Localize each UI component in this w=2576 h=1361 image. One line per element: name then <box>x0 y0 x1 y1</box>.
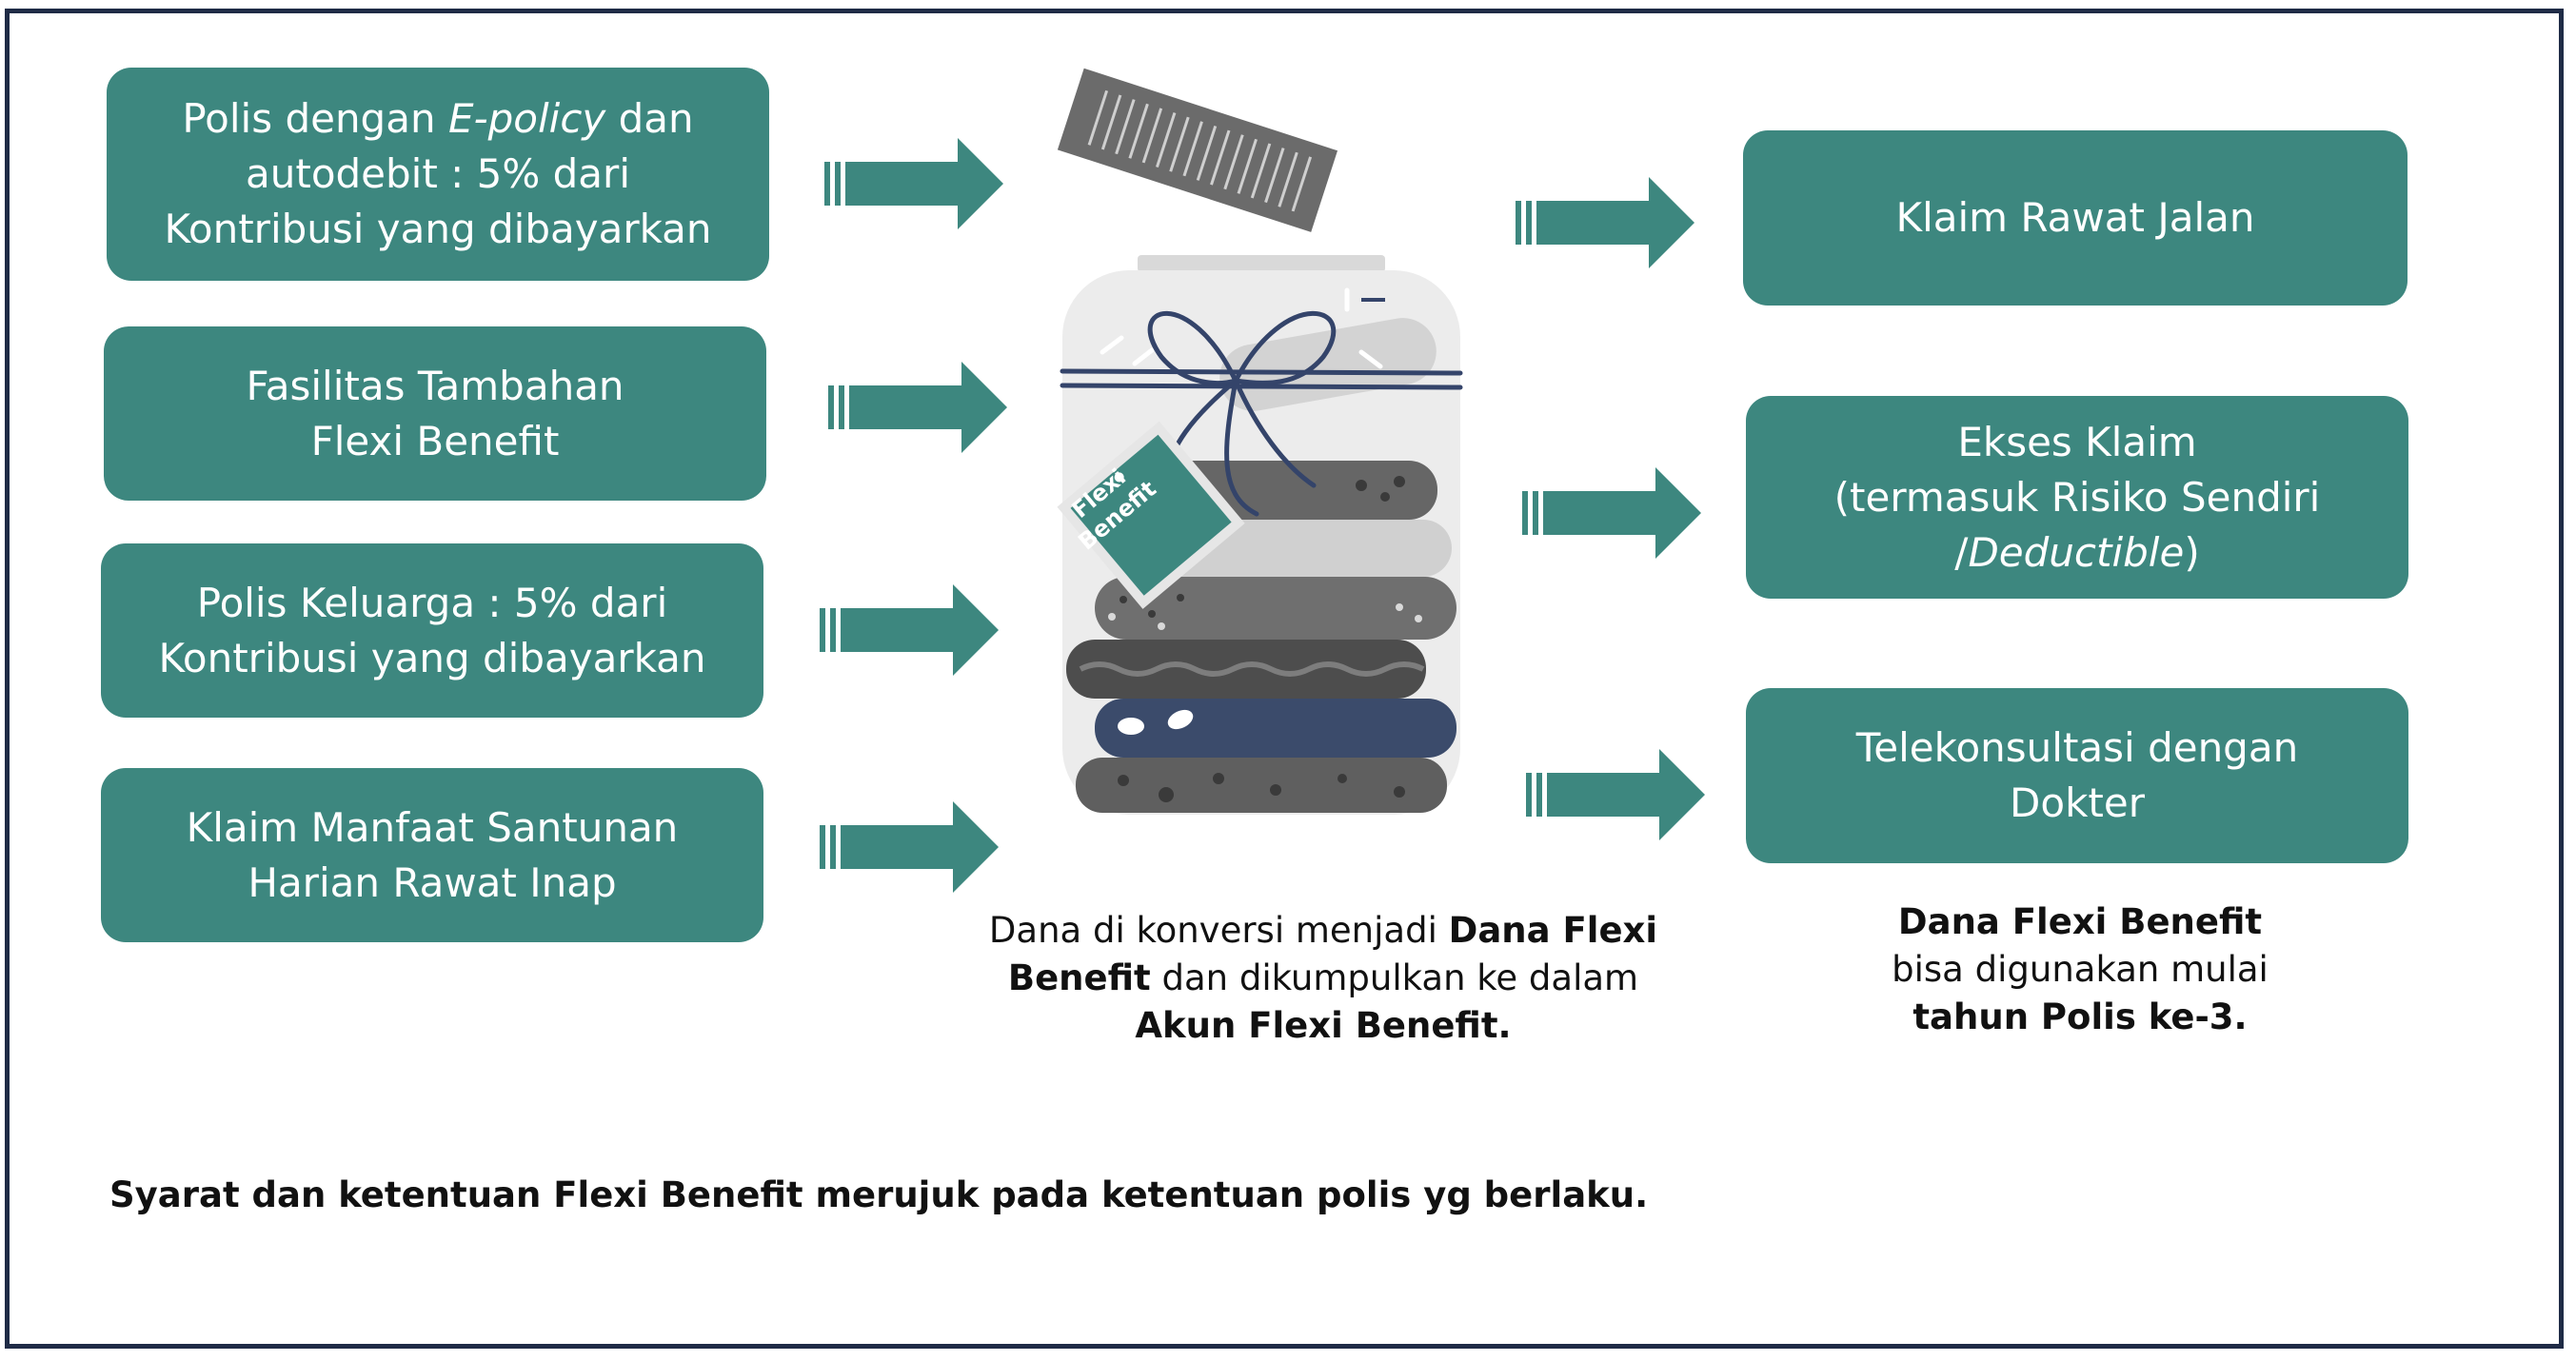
input-box-epolicy-line2: autodebit : 5% dari <box>246 150 630 197</box>
flexi-benefit-tag <box>1057 421 1245 609</box>
cookie-layer <box>1066 640 1426 699</box>
output-box-ekses-klaim-line2: (termasuk Risiko Sendiri <box>1833 473 2321 521</box>
output-box-rawat-jalan: Klaim Rawat Jalan <box>1743 130 2408 306</box>
jar-neck <box>1138 255 1385 272</box>
input-box-fasilitas-line1: Fasilitas Tambahan <box>246 362 624 409</box>
arrow-right-icon <box>824 138 1003 229</box>
center-caption-line2: Benefit dan dikumpulkan ke dalam <box>1007 957 1639 998</box>
terms-footnote: Syarat dan ketentuan Flexi Benefit meruj… <box>109 1174 1649 1215</box>
diagram-frame <box>5 9 2564 1349</box>
output-box-ekses-klaim: Ekses Klaim (termasuk Risiko Sendiri /De… <box>1746 396 2408 599</box>
center-caption-line3: Akun Flexi Benefit. <box>1135 1005 1512 1046</box>
output-box-telekonsultasi-line2: Dokter <box>2010 779 2145 826</box>
output-box-telekonsultasi-line1: Telekonsultasi dengan <box>1855 724 2299 771</box>
cookie-layer <box>1095 699 1456 758</box>
ribbon-bow <box>1060 310 1463 517</box>
input-box-epolicy-line3: Kontribusi yang dibayarkan <box>164 206 712 252</box>
input-box-klaim-santunan: Klaim Manfaat Santunan Harian Rawat Inap <box>101 768 763 942</box>
center-caption-line1: Dana di konversi menjadi Dana Flexi <box>988 910 1658 951</box>
input-box-epolicy-line1: Polis dengan E-policy dan <box>182 95 694 142</box>
right-caption-line1: Dana Flexi Benefit <box>1897 901 2263 942</box>
cookie-layer <box>1095 577 1456 640</box>
input-box-polis-keluarga: Polis Keluarga : 5% dari Kontribusi yang… <box>101 543 763 718</box>
arrow-right-icon <box>1516 177 1694 268</box>
output-box-ekses-klaim-line3: /Deductible) <box>1954 528 2200 576</box>
input-box-fasilitas-line2: Flexi Benefit <box>310 417 560 464</box>
flexi-benefit-jar-illustration <box>1057 68 1463 815</box>
input-box-klaim-santunan-line2: Harian Rawat Inap <box>248 858 617 906</box>
input-box-polis-keluarga-line2: Kontribusi yang dibayarkan <box>158 634 706 681</box>
input-box-fasilitas: Fasilitas Tambahan Flexi Benefit <box>104 326 766 501</box>
output-box-telekonsultasi: Telekonsultasi dengan Dokter <box>1746 688 2408 863</box>
cookie-layer <box>1076 758 1447 813</box>
input-box-klaim-santunan-line1: Klaim Manfaat Santunan <box>186 803 679 851</box>
right-caption-line2: bisa digunakan mulai <box>1892 949 2269 990</box>
right-caption-line3: tahun Polis ke-3. <box>1912 996 2248 1037</box>
input-box-polis-keluarga-line1: Polis Keluarga : 5% dari <box>196 579 668 626</box>
output-box-rawat-jalan-line1: Klaim Rawat Jalan <box>1895 194 2255 241</box>
arrow-right-icon <box>1522 467 1701 559</box>
right-caption: Dana Flexi Benefit bisa digunakan mulai … <box>1790 898 2370 1041</box>
arrow-right-icon <box>820 801 999 893</box>
input-box-epolicy: Polis dengan E-policy dan autodebit : 5%… <box>107 68 769 281</box>
jar-lid <box>1057 68 1338 232</box>
arrow-right-icon <box>1526 749 1705 840</box>
output-box-ekses-klaim-line1: Ekses Klaim <box>1957 418 2197 465</box>
arrow-right-icon <box>820 584 999 676</box>
center-caption: Dana di konversi menjadi Dana Flexi Bene… <box>961 907 1685 1050</box>
arrow-right-icon <box>828 362 1007 453</box>
